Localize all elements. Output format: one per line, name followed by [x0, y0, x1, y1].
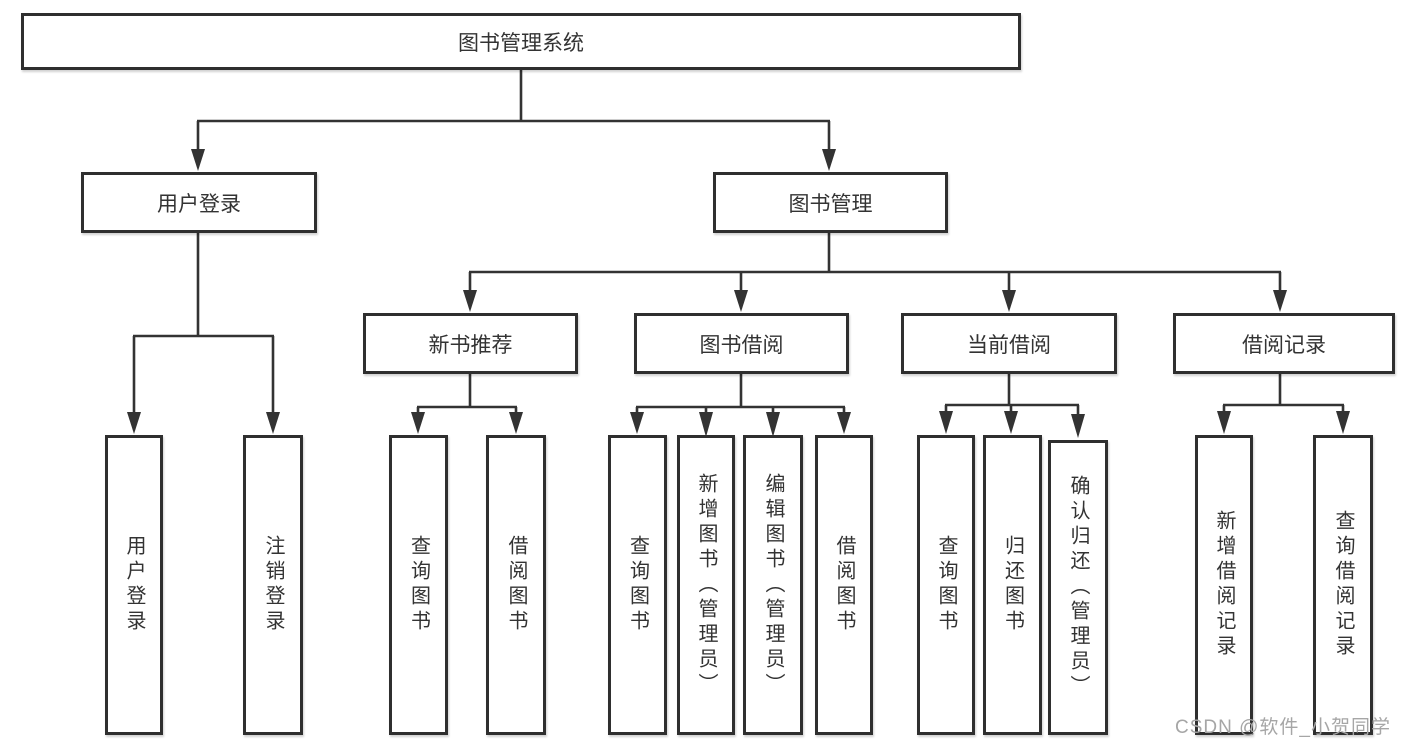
leaf-label: 注销登录	[262, 535, 284, 635]
leaf-label: 查询图书	[407, 535, 430, 635]
leaf-query-books-1: 查询图书	[389, 435, 448, 735]
node-label: 当前借阅	[967, 333, 1051, 357]
leaf-add-books-admin: 新增图书（管理员）	[677, 435, 735, 735]
leaf-label: 查询借阅记录	[1332, 510, 1354, 660]
node-label: 图书管理系统	[458, 31, 584, 55]
connector-root-to-level2	[191, 70, 836, 171]
leaf-logout: 注销登录	[243, 435, 303, 735]
connector-borrow-records-children	[1217, 374, 1350, 434]
leaf-user-login: 用户登录	[105, 435, 163, 735]
node-label: 新书推荐	[428, 333, 513, 357]
connector-user-login-children	[127, 233, 280, 434]
leaf-query-books-3: 查询图书	[917, 435, 975, 735]
connector-book-management-children	[463, 233, 1287, 312]
leaf-label: 确认归还（管理员）	[1067, 475, 1089, 700]
connector-current-borrow-children	[939, 374, 1085, 438]
node-book-borrow: 图书借阅	[634, 313, 849, 374]
leaf-label: 编辑图书（管理员）	[762, 472, 784, 698]
csdn-watermark: CSDN @软件_小贺同学	[1175, 717, 1391, 738]
leaf-label: 新增借阅记录	[1213, 510, 1235, 660]
leaf-label: 查询图书	[626, 535, 649, 635]
leaf-label: 查询图书	[935, 535, 957, 635]
connector-new-book-rec-children	[411, 374, 523, 434]
node-book-management: 图书管理	[713, 172, 948, 233]
leaf-return-books: 归还图书	[983, 435, 1042, 735]
node-label: 图书管理	[788, 192, 873, 216]
node-library-system: 图书管理系统	[21, 13, 1021, 70]
node-label: 用户登录	[157, 192, 241, 216]
leaf-edit-books-admin: 编辑图书（管理员）	[743, 435, 803, 735]
leaf-label: 借阅图书	[505, 535, 527, 635]
leaf-confirm-return-admin: 确认归还（管理员）	[1048, 440, 1108, 735]
leaf-label: 借阅图书	[833, 535, 855, 635]
leaf-add-borrow-record: 新增借阅记录	[1195, 435, 1253, 735]
leaf-borrow-books-1: 借阅图书	[486, 435, 546, 735]
leaf-query-borrow-record: 查询借阅记录	[1313, 435, 1373, 735]
node-borrow-records: 借阅记录	[1173, 313, 1395, 374]
node-label: 借阅记录	[1242, 333, 1326, 357]
node-user-login: 用户登录	[81, 172, 317, 233]
node-label: 图书借阅	[699, 333, 784, 357]
leaf-label: 用户登录	[123, 535, 145, 635]
leaf-query-books-2: 查询图书	[608, 435, 667, 735]
leaf-label: 新增图书（管理员）	[695, 472, 717, 698]
node-current-borrow: 当前借阅	[901, 313, 1117, 374]
connector-book-borrow-children	[630, 374, 851, 437]
node-new-book-recommend: 新书推荐	[363, 313, 578, 374]
leaf-label: 归还图书	[1001, 535, 1024, 635]
leaf-borrow-books-2: 借阅图书	[815, 435, 873, 735]
